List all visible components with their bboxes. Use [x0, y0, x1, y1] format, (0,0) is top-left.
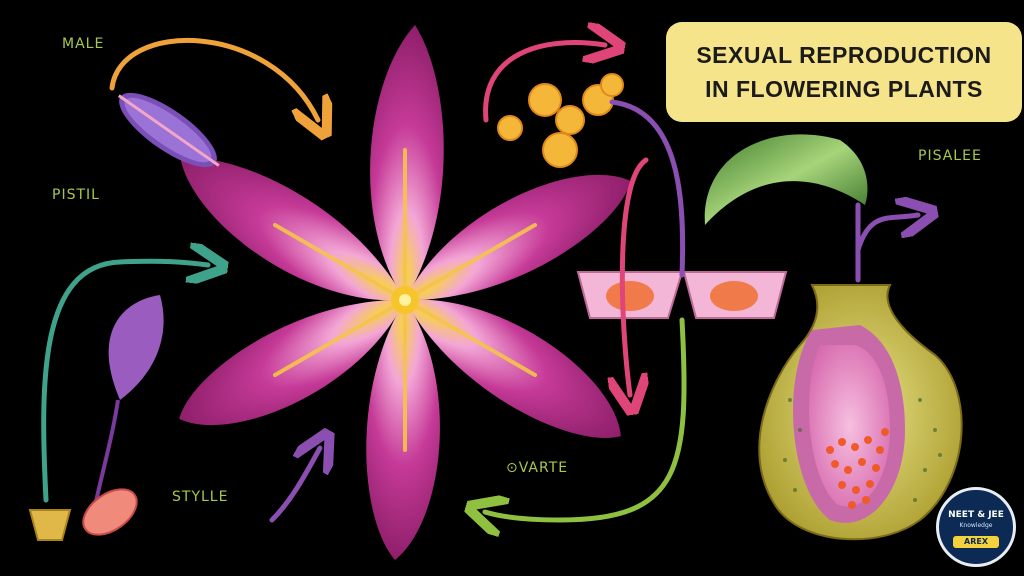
label-ovarte: ⊙VARTE [506, 460, 569, 476]
title-line-1: SEXUAL REPRODUCTION [696, 42, 992, 68]
arrow-stylle [269, 448, 320, 523]
anther [117, 92, 220, 168]
leaf [704, 134, 868, 225]
ovary [758, 284, 963, 541]
arrow-pollen-down [622, 157, 646, 395]
seed [82, 488, 138, 536]
arrow-ovary-curl [855, 215, 918, 253]
petal [405, 299, 621, 438]
flower [179, 25, 631, 560]
label-stylle: STYLLE [172, 489, 229, 505]
arrow-pollen-up [483, 43, 605, 123]
ovule-sections [576, 271, 788, 319]
logo-line-1: NEET & JEE [948, 510, 1004, 520]
arrow-purple-tube [609, 99, 686, 278]
pollen-cluster [497, 73, 624, 168]
label-pistil: PISTIL [52, 187, 100, 203]
logo-line-2: Knowledge [959, 522, 993, 529]
channel-logo: NEET & JEE Knowledge AREX [936, 487, 1016, 567]
label-pisalee: PISALEE [918, 148, 982, 164]
pistil-bud [90, 295, 164, 521]
arrow-teal [41, 261, 208, 503]
petal [180, 158, 405, 301]
label-male: MALE [62, 36, 105, 52]
title-box: SEXUAL REPRODUCTION IN FLOWERING PLANTS [666, 22, 1022, 122]
title-line-2: IN FLOWERING PLANTS [705, 76, 983, 102]
logo-line-3: AREX [953, 536, 999, 548]
arrow-male-to-flower [109, 38, 318, 120]
arrow-green-return [485, 317, 687, 520]
stigma-cup [28, 509, 72, 541]
